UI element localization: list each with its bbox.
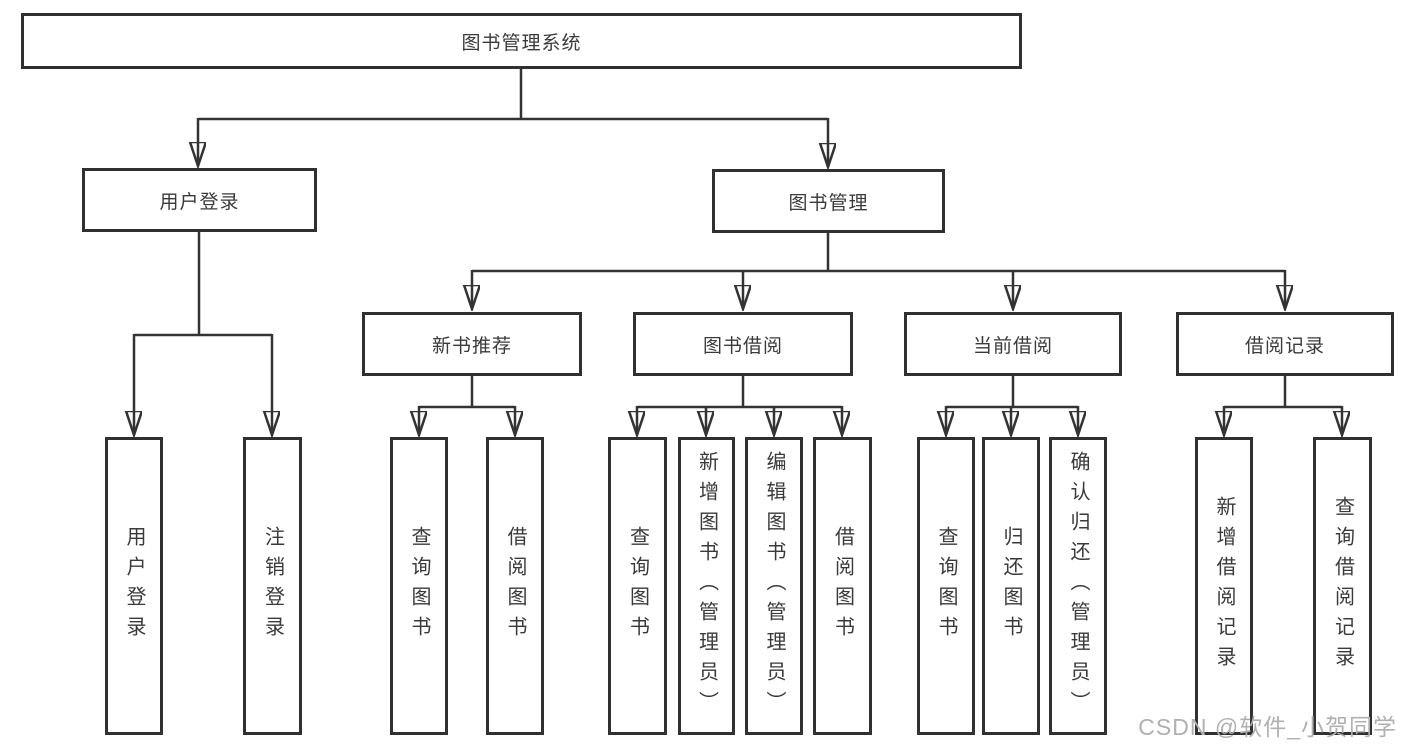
leaf-borrowing-query-books: 查询图书 [608, 437, 667, 735]
leaf-logout: 注销登录 [243, 437, 302, 735]
leaf-recommend-borrow-books: 借阅图书 [486, 437, 544, 735]
leaf-query-borrow-record: 查询借阅记录 [1313, 437, 1372, 735]
watermark: CSDN @软件_小贺同学 [1138, 714, 1397, 740]
node-user-login: 用户登录 [82, 168, 317, 232]
leaf-user-login: 用户登录 [105, 437, 163, 735]
node-new-book-recommendation: 新书推荐 [362, 312, 582, 376]
node-borrowing-records: 借阅记录 [1176, 312, 1394, 376]
node-current-borrowing: 当前借阅 [904, 312, 1122, 376]
leaf-confirm-return-admin: 确认归还（管理员） [1049, 437, 1107, 735]
node-book-borrowing: 图书借阅 [633, 312, 853, 376]
leaf-edit-book-admin: 编辑图书（管理员） [745, 437, 803, 735]
node-book-management: 图书管理 [712, 169, 945, 233]
leaf-current-query-books: 查询图书 [917, 437, 975, 735]
leaf-recommend-query-books: 查询图书 [390, 437, 448, 735]
leaf-add-book-admin: 新增图书（管理员） [678, 437, 735, 735]
leaf-add-borrow-record: 新增借阅记录 [1195, 437, 1253, 735]
leaf-return-books: 归还图书 [982, 437, 1040, 735]
node-root-library-management-system: 图书管理系统 [21, 13, 1022, 69]
leaf-borrowing-borrow-books: 借阅图书 [813, 437, 872, 735]
